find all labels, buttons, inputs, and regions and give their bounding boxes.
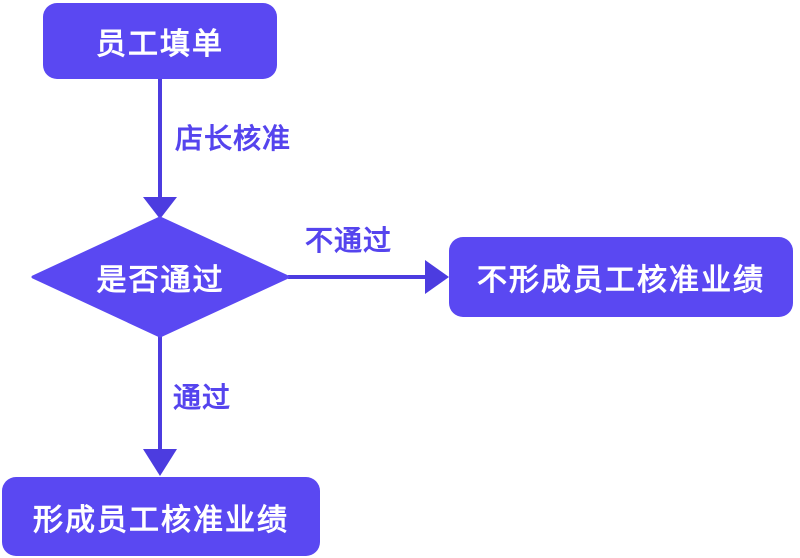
edge-decision-approved <box>143 336 177 476</box>
arrowhead-down-icon <box>143 449 177 476</box>
arrowhead-right-icon <box>425 260 449 294</box>
edge-start-decision <box>143 79 177 219</box>
edge-label-manager-approval: 店长核准 <box>175 123 292 154</box>
node-decision-label: 是否通过 <box>96 264 225 297</box>
node-start-label: 员工填单 <box>96 28 224 61</box>
decision-diamond-shape <box>31 216 290 338</box>
edge-decision-rejected <box>288 260 449 294</box>
node-rejected-label: 不形成员工核准业绩 <box>477 264 765 297</box>
edge-label-not-passed: 不通过 <box>305 225 393 256</box>
node-approved: 形成员工核准业绩 <box>2 477 320 556</box>
arrowhead-down-icon <box>143 197 177 219</box>
edge-label-passed: 通过 <box>173 382 232 413</box>
node-approved-label: 形成员工核准业绩 <box>33 503 289 537</box>
node-decision: 是否通过 <box>33 218 288 336</box>
node-start: 员工填单 <box>43 3 277 79</box>
node-rejected: 不形成员工核准业绩 <box>449 237 793 317</box>
